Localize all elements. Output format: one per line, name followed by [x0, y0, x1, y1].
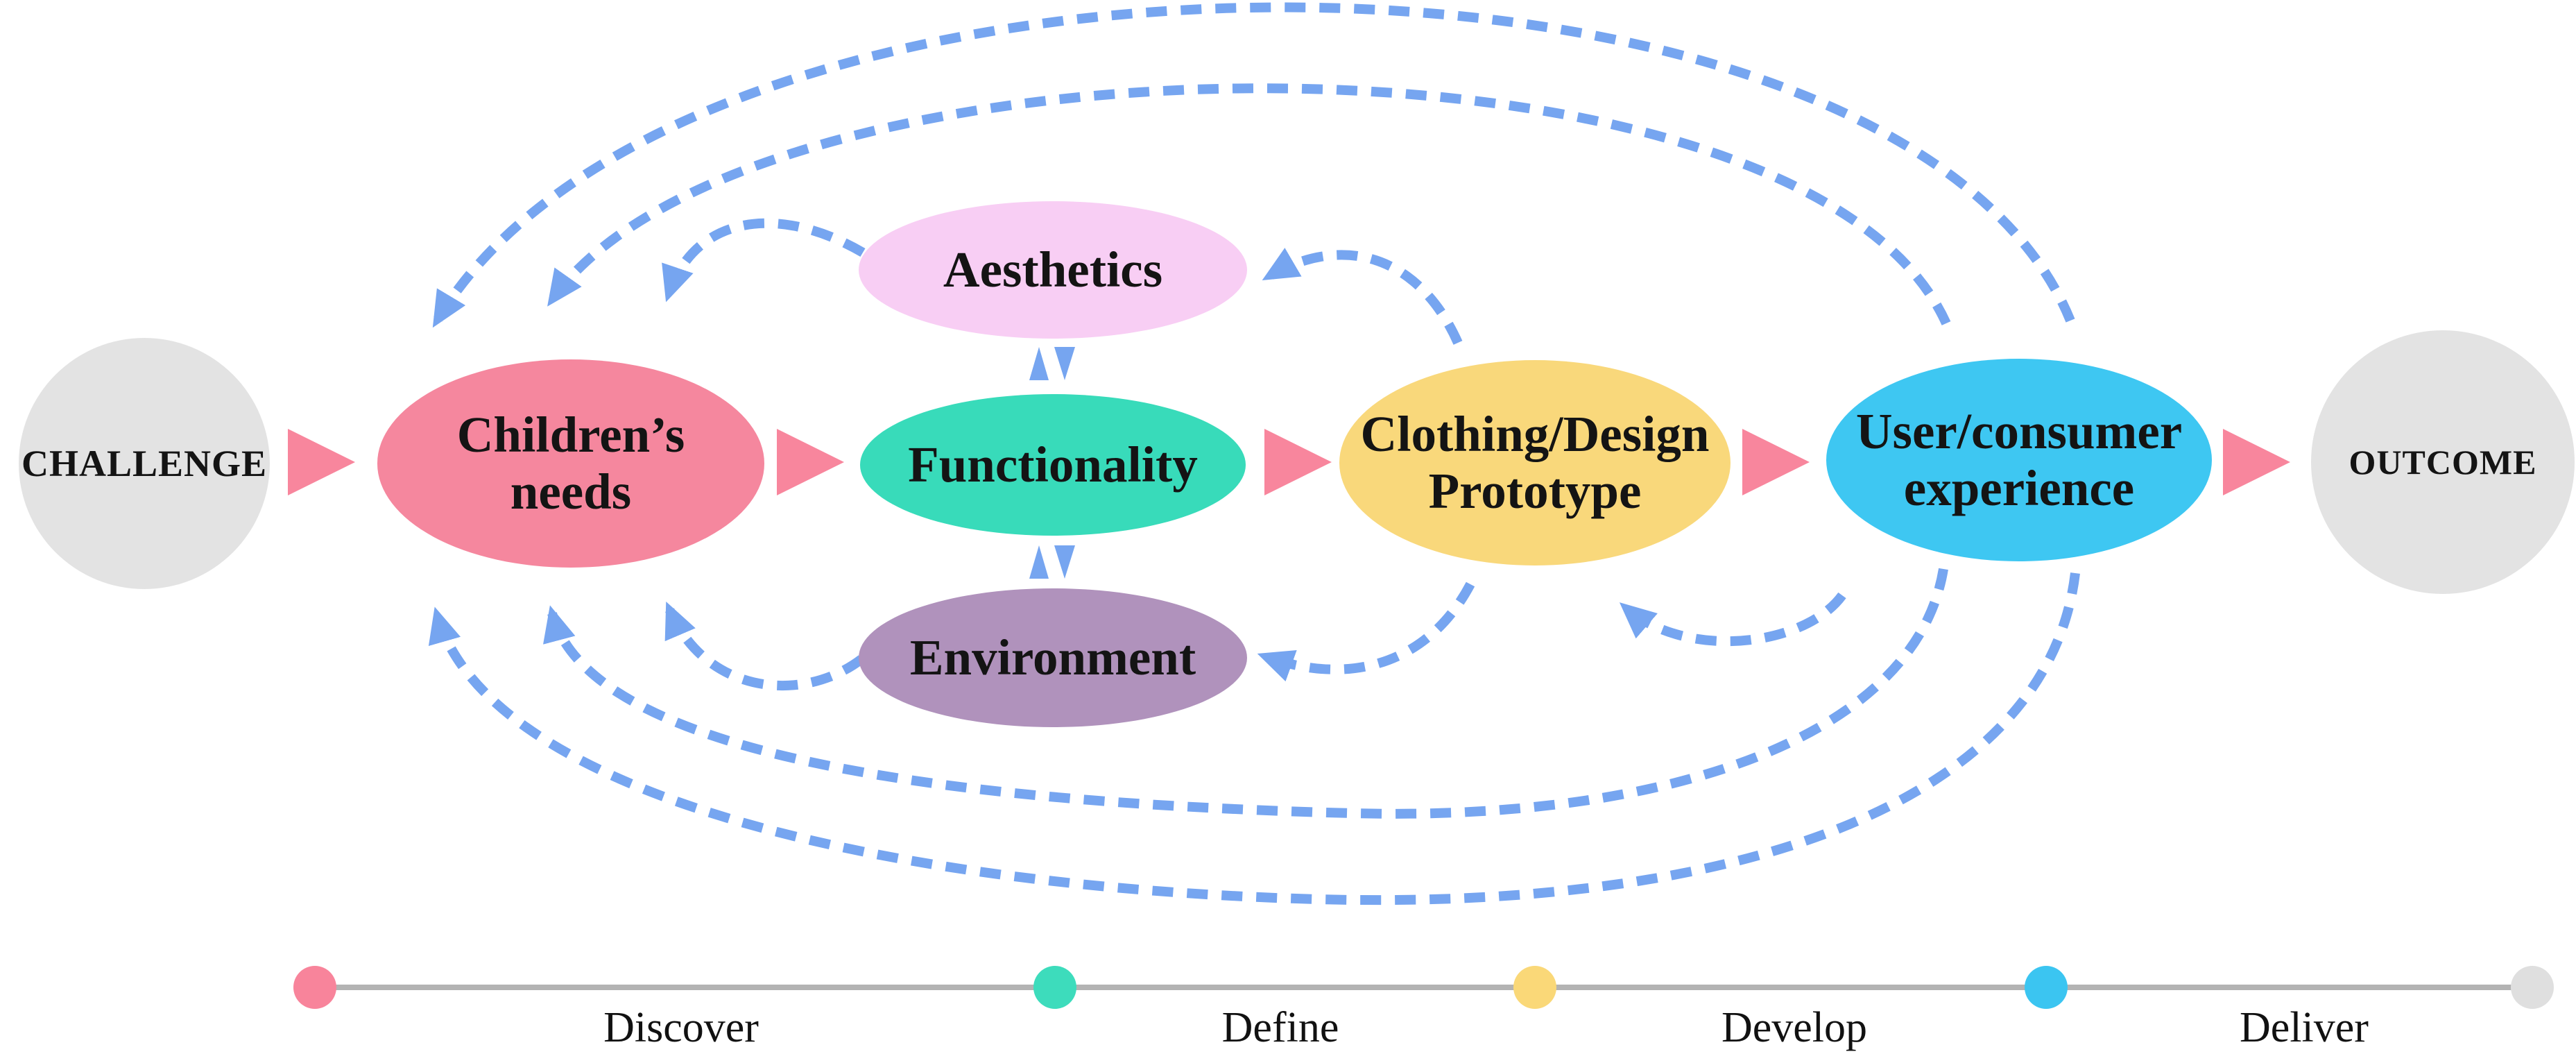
feedback-arc-bottom-outer — [428, 572, 2080, 905]
node-user-consumer-experience: User/consumer experience — [1826, 359, 2212, 561]
flow-arrow-clothing-to-user — [1742, 429, 1810, 495]
feedback-arc-top-outer — [432, 2, 2075, 328]
timeline-line — [315, 985, 2532, 990]
feedback-arc-bottom-inner — [543, 568, 1948, 819]
phase-label-develop: Develop — [1721, 1004, 1868, 1051]
feedback-arc-clothing-to-environment — [1257, 581, 1475, 682]
aesthetics-label: Aesthetics — [943, 241, 1163, 298]
flow-arrow-user-to-outcome — [2223, 429, 2290, 495]
down-arrow-icon — [1054, 347, 1075, 380]
environment-label: Environment — [909, 629, 1196, 686]
node-challenge: CHALLENGE — [19, 338, 270, 589]
up-arrow-icon — [1029, 347, 1049, 380]
outcome-label: OUTCOME — [2349, 443, 2537, 482]
feedback-arc-environment-to-childrens — [664, 601, 865, 691]
phase-label-deliver: Deliver — [2240, 1004, 2369, 1051]
timeline-dot-end — [2511, 966, 2554, 1009]
user-experience-label: User/consumer experience — [1855, 403, 2183, 516]
timeline-dot-define — [1033, 966, 1076, 1009]
phase-label-define: Define — [1221, 1004, 1339, 1051]
flow-arrow-functionality-to-clothing — [1264, 429, 1332, 495]
challenge-label: CHALLENGE — [21, 443, 268, 484]
timeline-dot-develop — [1513, 966, 1556, 1009]
feedback-arc-aesthetics-to-childrens — [662, 218, 866, 303]
node-aesthetics: Aesthetics — [859, 201, 1247, 339]
functionality-label: Functionality — [908, 436, 1198, 493]
node-childrens-needs: Children’s needs — [377, 359, 764, 568]
down-arrow-icon — [1054, 545, 1075, 579]
node-clothing-design-prototype: Clothing/Design Prototype — [1339, 360, 1731, 565]
timeline-dot-deliver — [2025, 966, 2068, 1009]
up-arrow-icon — [1029, 545, 1049, 579]
timeline-dot-discover — [293, 966, 336, 1009]
feedback-arc-user-to-clothing — [1619, 592, 1846, 647]
node-environment: Environment — [859, 588, 1247, 727]
node-outcome: OUTCOME — [2311, 330, 2575, 594]
flow-arrow-childrens-to-functionality — [777, 429, 844, 495]
phase-label-discover: Discover — [603, 1004, 759, 1051]
flow-arrow-challenge-to-childrens — [288, 429, 355, 495]
clothing-prototype-label: Clothing/Design Prototype — [1360, 406, 1710, 519]
node-functionality: Functionality — [860, 394, 1246, 536]
childrens-needs-label: Children’s needs — [456, 407, 685, 520]
feedback-arc-top-inner — [547, 83, 1951, 325]
feedback-arc-clothing-to-aesthetics — [1262, 248, 1463, 345]
